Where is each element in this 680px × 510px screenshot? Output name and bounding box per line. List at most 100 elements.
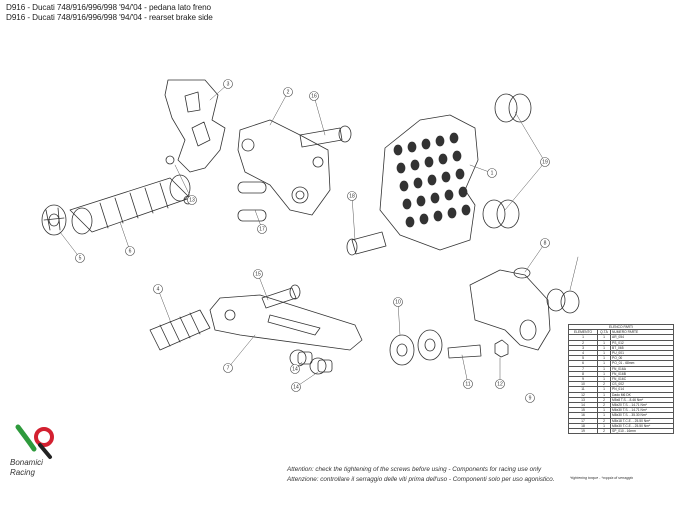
callout-circle xyxy=(540,157,550,167)
logo-text-bonamici: Bonamici xyxy=(10,458,43,467)
callout-number: 18 xyxy=(349,193,355,199)
callout-circle xyxy=(393,297,403,307)
lightening-hole xyxy=(413,177,423,189)
brake-lever xyxy=(209,294,363,351)
callout-number: 1 xyxy=(491,170,494,176)
lightening-hole xyxy=(444,189,454,201)
parts-table-cell: 19 xyxy=(568,428,598,435)
lightening-hole xyxy=(421,138,431,150)
knurled-footpeg xyxy=(69,174,191,235)
callout-number: 2 xyxy=(287,89,290,95)
title-english: D916 - Ducati 748/916/996/998 '94/'04 - … xyxy=(6,13,213,22)
rubber-toe-peg xyxy=(149,309,211,351)
warning-english: Attention: check the tightening of the s… xyxy=(287,466,542,473)
lightening-hole xyxy=(419,213,429,225)
screws-m8x18 xyxy=(237,181,267,222)
title-italian: D916 - Ducati 748/916/996/998 '94/'04 - … xyxy=(6,3,211,12)
logo-text-racing: Racing xyxy=(10,468,35,477)
callout-number: 11 xyxy=(465,381,470,387)
parts-table-cell: 2 xyxy=(597,428,611,435)
callout-circle xyxy=(223,363,233,373)
bearings xyxy=(389,329,443,366)
callout-circle xyxy=(291,382,301,392)
heel-guard-plate xyxy=(164,79,226,173)
lightening-hole xyxy=(449,132,459,144)
pivot-pin xyxy=(447,344,482,359)
callout-number: 15 xyxy=(255,271,261,277)
callout-number: 6 xyxy=(129,248,132,254)
callout-number: 12 xyxy=(497,381,503,387)
lightening-hole xyxy=(458,186,468,198)
callout-number: 14 xyxy=(293,384,299,390)
lightening-hole xyxy=(461,204,471,216)
lightening-hole xyxy=(430,192,440,204)
screw-m8x30-tce xyxy=(346,231,387,256)
bonamici-logo-icon xyxy=(15,424,54,459)
hub-bushing xyxy=(546,288,580,314)
lightening-hole xyxy=(455,168,465,180)
parts-table-cell: M6x30 T.S. - 14.71 Nm* xyxy=(610,407,674,414)
spacers-16mm xyxy=(482,93,532,229)
callout-circle xyxy=(283,87,293,97)
screw-m6x30 xyxy=(261,284,301,309)
callout-number: 9 xyxy=(529,395,532,401)
callout-number: 4 xyxy=(157,286,160,292)
lightening-hole xyxy=(407,141,417,153)
callout-circle xyxy=(187,195,197,205)
callout-number: 14 xyxy=(292,366,298,372)
lightening-hole xyxy=(435,135,445,147)
screw-m8x30 xyxy=(299,125,352,148)
callout-circle xyxy=(525,393,535,403)
callout-number: 7 xyxy=(227,365,230,371)
lightening-hole xyxy=(441,171,451,183)
callout-number: 10 xyxy=(395,299,401,305)
lightening-hole xyxy=(433,210,443,222)
footpeg-bracket xyxy=(237,119,331,216)
parts-table-cell: M8x18 T.C.E. - 25.50 Nm* xyxy=(610,417,674,424)
callout-circle xyxy=(487,168,497,178)
lightening-hole xyxy=(396,162,406,174)
footpeg-end-cap xyxy=(41,204,67,236)
callout-circle xyxy=(463,379,473,389)
torque-note: *tightening torque - *coppia di serraggi… xyxy=(570,476,634,480)
callout-circle xyxy=(253,269,263,279)
callout-circle xyxy=(257,224,267,234)
callout-circle xyxy=(540,238,550,248)
lightening-hole xyxy=(438,153,448,165)
callout-number: 19 xyxy=(542,159,548,165)
callout-number: 8 xyxy=(544,240,547,246)
lightening-hole xyxy=(410,159,420,171)
lightening-hole xyxy=(424,156,434,168)
callout-circle xyxy=(75,253,85,263)
parts-table-cell: SP_010 - 16mm xyxy=(610,428,674,435)
callout-number: 16 xyxy=(311,93,317,99)
callout-circle xyxy=(309,91,319,101)
lightening-hole xyxy=(399,180,409,192)
parts-table-cell: M6x20 T.S. - 14.71 Nm* xyxy=(610,402,674,409)
lightening-hole xyxy=(393,144,403,156)
callout-number: 13 xyxy=(189,197,195,203)
lightening-hole xyxy=(405,216,415,228)
parts-table-cell: M8x30 T.C.E. - 25.50 Nm* xyxy=(610,422,674,430)
callout-circle xyxy=(495,379,505,389)
callout-number: 5 xyxy=(79,255,82,261)
callout-number: 17 xyxy=(259,226,265,232)
lightening-hole xyxy=(447,207,457,219)
callout-circle xyxy=(290,364,300,374)
main-plate xyxy=(379,114,479,251)
parts-table-cell: M8x30 T.S. - 35.30 Nm* xyxy=(610,412,674,419)
callout-circle xyxy=(347,191,357,201)
parts-list-table: ELENCO PARTI ELEMENTO Q.TÀ NUMERO PARTE … xyxy=(568,323,674,435)
lightening-hole xyxy=(402,198,412,210)
callout-number: 3 xyxy=(227,81,230,87)
warning-italian: Attenzione: controllare il serraggio del… xyxy=(287,476,555,483)
parts-table-title: ELENCO PARTI xyxy=(568,323,674,331)
